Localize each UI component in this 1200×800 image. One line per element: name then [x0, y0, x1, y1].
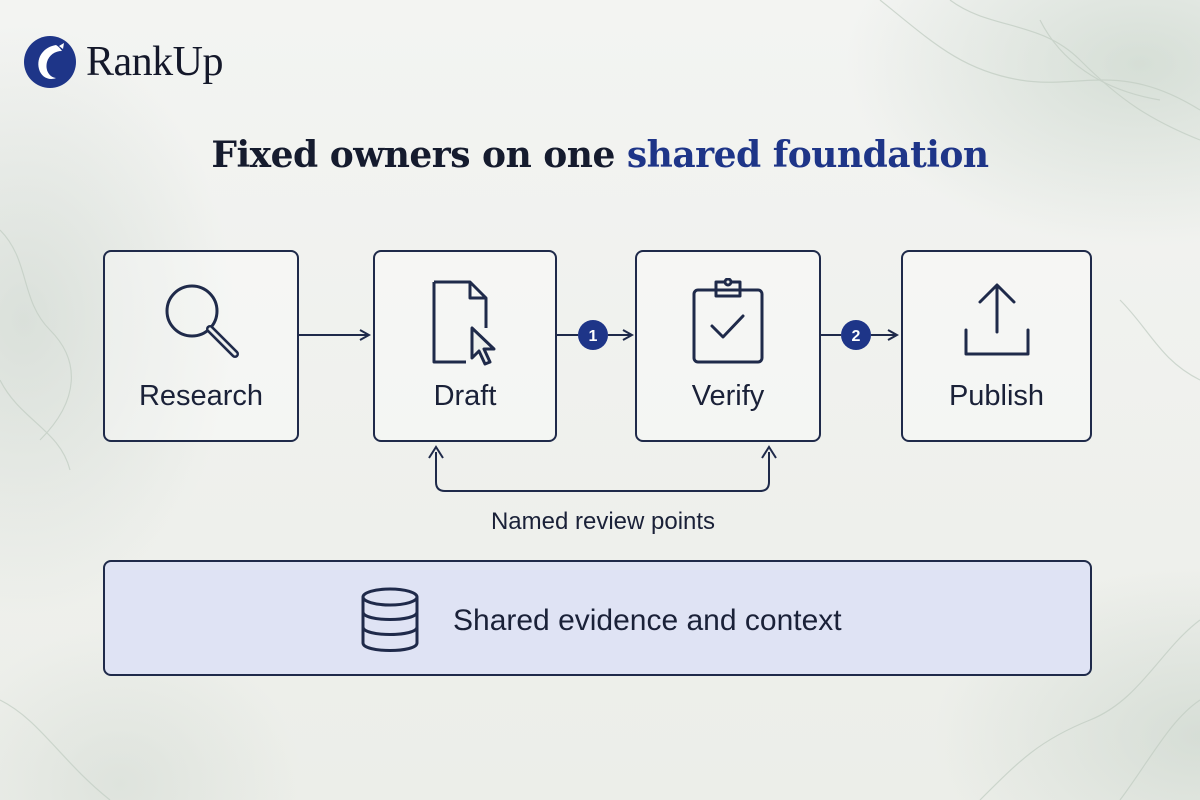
review-loop-line [435, 452, 770, 492]
brand-logo[interactable]: RankUp [22, 34, 224, 90]
step-publish: Publish [901, 250, 1092, 442]
title-lead: Fixed owners on one [211, 134, 627, 176]
step-draft: Draft [373, 250, 557, 442]
database-icon [361, 587, 419, 652]
step-label: Draft [433, 380, 497, 412]
review-badge-number: 1 [589, 328, 598, 345]
upload-icon [964, 283, 1029, 356]
foundation-label: Shared evidence and context [453, 604, 842, 637]
review-loop-label: Named review points [490, 508, 716, 535]
review-badge-1: 1 [578, 320, 608, 350]
shared-foundation-box: Shared evidence and context [103, 560, 1092, 676]
step-verify: Verify [635, 250, 821, 442]
step-label: Research [138, 380, 264, 412]
review-badge-2: 2 [841, 320, 871, 350]
page-title: Fixed owners on one shared foundation [0, 134, 1200, 176]
document-cursor-icon [432, 280, 496, 366]
review-loop-arrowhead-right [761, 445, 777, 459]
review-loop-arrowhead-left [428, 445, 444, 459]
title-highlight: shared foundation [626, 134, 989, 176]
step-label: Verify [691, 380, 765, 412]
clipboard-check-icon [692, 278, 764, 364]
magnifier-icon [165, 284, 239, 358]
step-research: Research [103, 250, 299, 442]
brand-name: RankUp [86, 39, 224, 85]
review-badge-number: 2 [852, 328, 861, 345]
step-label: Publish [948, 380, 1045, 412]
rankup-logo-icon [24, 36, 76, 88]
